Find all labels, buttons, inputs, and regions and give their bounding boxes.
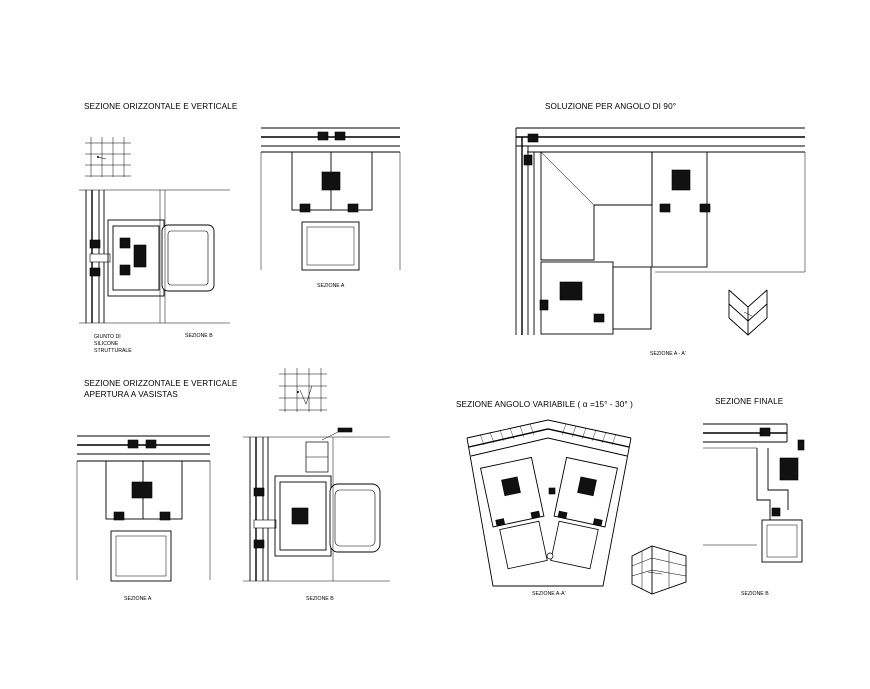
label-sezione-b-top: SEZIONE B — [185, 333, 213, 339]
grid-key-mid — [279, 368, 327, 412]
label-sezione-a-bottom: SEZIONE A — [124, 596, 152, 602]
title-sezione-vasistas-line2: APERTURA A VASISTAS — [84, 390, 178, 399]
grid-key-top-left — [85, 137, 131, 177]
label-sezione-a-top: SEZIONE A — [317, 283, 345, 289]
label-sezione-aa-bottom: SEZIONE A-A' — [532, 591, 566, 597]
corner-90-section — [515, 127, 806, 335]
title-sezione-orizzontale-verticale: SEZIONE ORIZZONTALE E VERTICALE — [84, 102, 238, 111]
title-sezione-angolo-variabile: SEZIONE ANGOLO VARIABILE ( α =15° - 30° … — [456, 400, 633, 409]
section-b-vasistas — [243, 427, 390, 582]
label-sezione-b-bottom: SEZIONE B — [306, 596, 334, 602]
label-giunto-2: SILICONE — [94, 341, 119, 347]
label-sezione-aa-top: SEZIONE A - A' — [650, 351, 686, 357]
label-sezione-b-final: SEZIONE B — [741, 591, 769, 597]
final-section — [703, 423, 805, 563]
folded-corner-icon — [631, 545, 687, 595]
title-soluzione-angolo-90: SOLUZIONE PER ANGOLO DI 90° — [545, 102, 676, 111]
title-sezione-finale: SEZIONE FINALE — [715, 397, 784, 406]
section-b-top-left — [79, 189, 230, 324]
title-sezione-vasistas-line1: SEZIONE ORIZZONTALE E VERTICALE — [84, 379, 238, 388]
section-a-top-left — [260, 127, 401, 271]
label-giunto-3: STRUTTURALE — [94, 348, 132, 354]
variable-angle-section — [466, 419, 632, 587]
chevron-corner-icon — [728, 289, 768, 336]
section-a-vasistas — [76, 435, 211, 582]
label-giunto-1: GIUNTO DI — [94, 334, 121, 340]
